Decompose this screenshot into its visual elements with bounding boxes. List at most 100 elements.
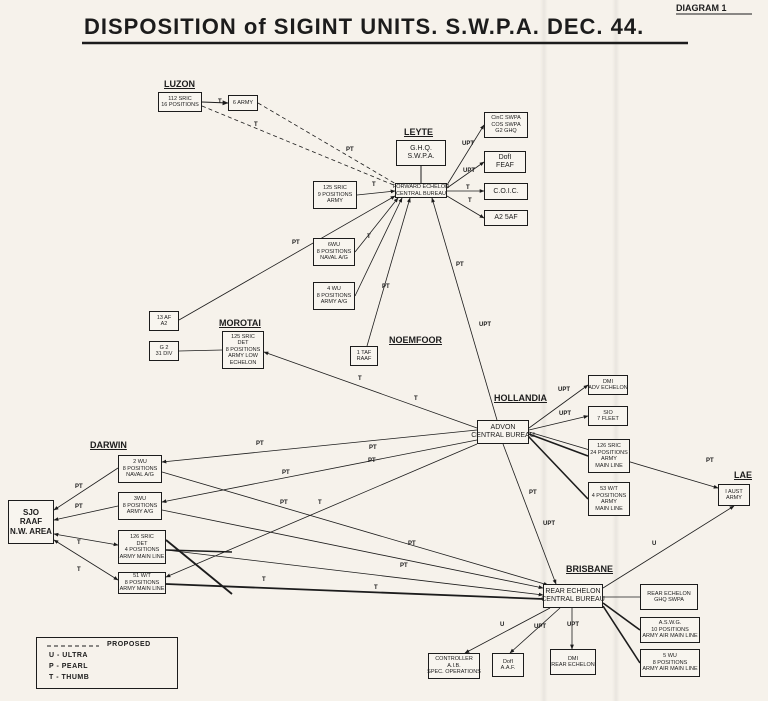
link-label: T [254, 122, 258, 128]
link-line [263, 351, 478, 429]
place-hollandia: HOLLANDIA [494, 393, 547, 403]
link-label: PT [369, 445, 377, 451]
place-luzon: LUZON [164, 79, 195, 89]
link-line [161, 439, 478, 504]
place-leyte: LEYTE [404, 127, 434, 137]
link-line [178, 195, 396, 321]
page-title: DISPOSITION of SIGINT UNITS. S.W.P.A. DE… [84, 14, 645, 39]
link-line [602, 602, 641, 631]
place-noemfoor: NOEMFOOR [389, 335, 442, 345]
link-line [528, 384, 589, 429]
link-line [165, 539, 233, 595]
link-line [431, 197, 498, 421]
unit-6-army: 6 ARMY [228, 95, 258, 111]
place-darwin: DARWIN [90, 440, 127, 450]
link-label: T [318, 500, 322, 506]
legend: PROPOSED U - ULTRA P - PEARL T - THUMB [36, 637, 178, 689]
link-label: PT [282, 470, 290, 476]
link-line [528, 436, 589, 500]
link-label: PT [529, 490, 537, 496]
link-label: UPT [534, 624, 546, 630]
link-label: PT [75, 504, 83, 510]
link-line [53, 532, 119, 547]
unit-coic: C.O.I.C. [484, 183, 528, 200]
link-line [178, 349, 223, 352]
link-label: T [77, 567, 81, 573]
link-label: T [358, 376, 362, 382]
place-brisbane: BRISBANE [566, 564, 614, 574]
link-line [201, 105, 397, 187]
link-label: PT [408, 541, 416, 547]
diagram-number: DIAGRAM 1 [676, 3, 727, 13]
link-label: UPT [558, 387, 570, 393]
link-line [509, 607, 561, 654]
link-line [53, 505, 119, 521]
link-line [356, 189, 396, 196]
legend-proposed: PROPOSED [107, 641, 151, 648]
link-line [165, 549, 544, 597]
place-lae: LAE [734, 470, 752, 480]
link-line [446, 161, 485, 189]
link-line [165, 549, 233, 553]
link-line [201, 100, 229, 106]
paper-fold [612, 0, 620, 701]
unit-ghq-swpa: G.H.Q.S.W.P.A. [396, 140, 446, 166]
link-label: UPT [567, 622, 579, 628]
place-morotai: MOROTAI [219, 318, 261, 328]
link-line [602, 605, 641, 664]
legend-thumb: T - THUMB [49, 674, 90, 681]
link-line [502, 443, 557, 585]
link-line [161, 429, 478, 464]
link-line [53, 467, 119, 511]
link-label: T [466, 185, 470, 191]
link-line [161, 509, 544, 590]
link-line [165, 583, 544, 600]
link-label: PT [456, 262, 464, 268]
link-label: PT [75, 484, 83, 490]
link-line [161, 471, 549, 586]
link-label: PT [280, 500, 288, 506]
link-line [446, 124, 485, 186]
paper-fold [540, 0, 548, 701]
link-label: T [367, 234, 371, 240]
link-label: T [414, 396, 418, 402]
link-label: PT [346, 147, 354, 153]
link-label: T [77, 540, 81, 546]
link-label: T [374, 585, 378, 591]
link-line [366, 197, 411, 347]
link-label: UPT [463, 168, 475, 174]
link-label: U [500, 622, 505, 628]
link-label: UPT [479, 322, 491, 328]
link-label: U [652, 541, 657, 547]
link-line [528, 433, 589, 457]
link-label: UPT [462, 141, 474, 147]
link-label: T [468, 198, 472, 204]
link-line [464, 607, 551, 654]
link-label: UPT [543, 521, 555, 527]
link-line [528, 415, 589, 431]
